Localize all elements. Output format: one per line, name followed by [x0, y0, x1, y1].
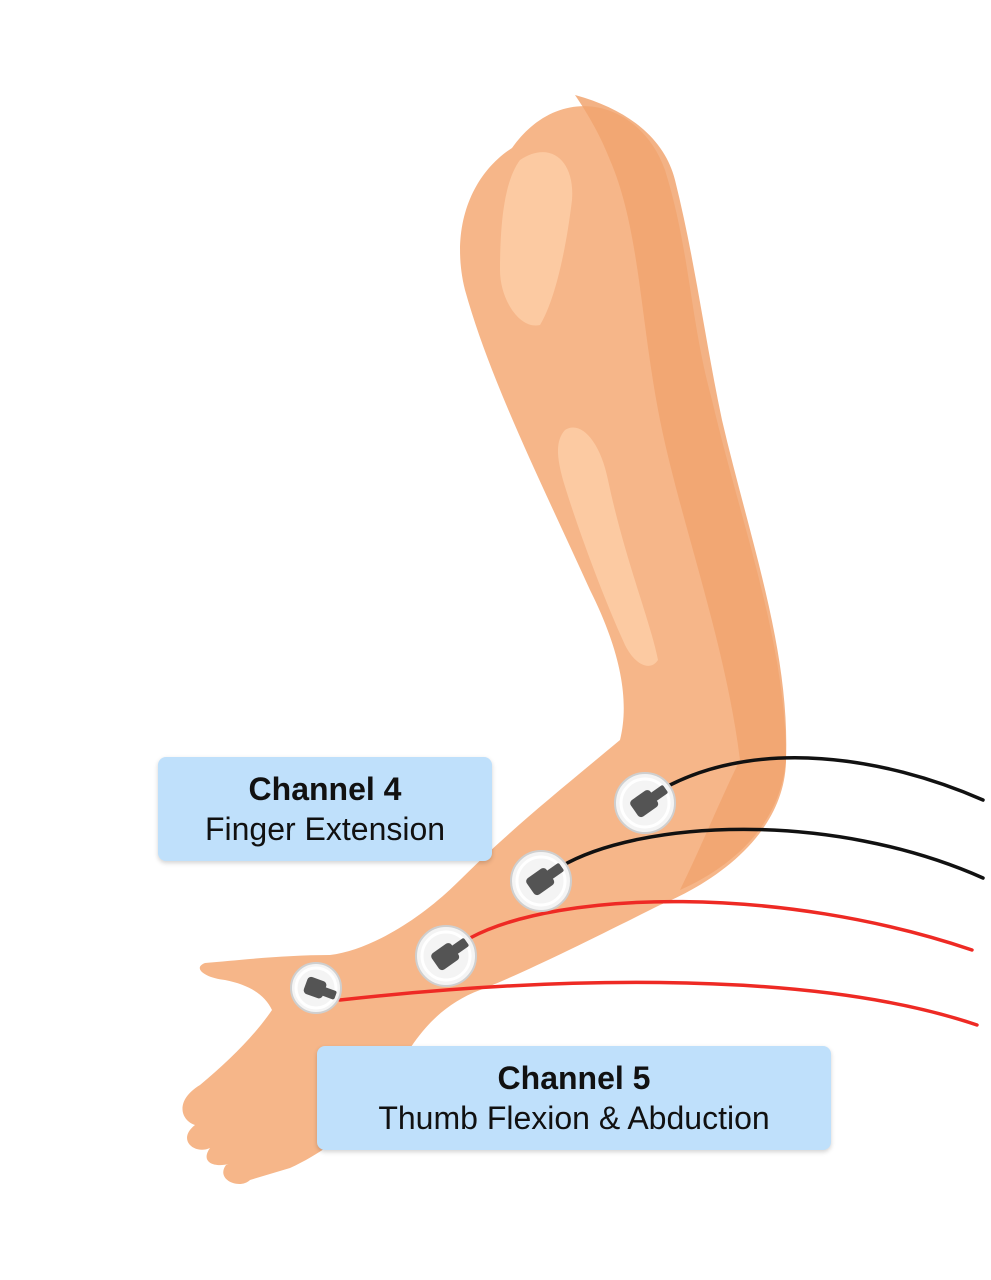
electrode-ring [420, 930, 472, 982]
electrode-ring [619, 777, 671, 829]
channel5-subtitle: Thumb Flexion & Abduction [378, 1100, 770, 1136]
electrode-ring [515, 855, 567, 907]
channel5-label: Channel 5 Thumb Flexion & Abduction [317, 1046, 831, 1150]
wires [338, 756, 985, 1027]
forearm-highlight [557, 427, 658, 666]
electrode-channel5-lower [290, 962, 342, 1014]
electrode-icon [303, 976, 337, 1000]
channel4-label: Channel 4 Finger Extension [158, 757, 492, 861]
wire-channel5-a [468, 899, 974, 952]
electrode-icon [431, 938, 469, 971]
wire-channel4-b [558, 827, 985, 880]
electrode-icon [526, 863, 564, 896]
electrode-channel5-upper [415, 925, 477, 987]
wire-channel5-b [338, 980, 979, 1027]
arm-shadow [575, 95, 787, 890]
electrode-ring [294, 966, 338, 1010]
upper-arm-highlight [500, 152, 573, 326]
arm-silhouette [182, 106, 787, 1185]
channel4-title: Channel 4 [248, 771, 402, 807]
electrode-channel4-upper [614, 772, 676, 834]
channel4-subtitle: Finger Extension [204, 811, 446, 847]
electrode-channel4-lower [510, 850, 572, 912]
arm-illustration [182, 95, 787, 1185]
wire-channel4-a [668, 756, 985, 802]
electrode-icon [630, 785, 668, 818]
channel5-title: Channel 5 [497, 1060, 651, 1096]
